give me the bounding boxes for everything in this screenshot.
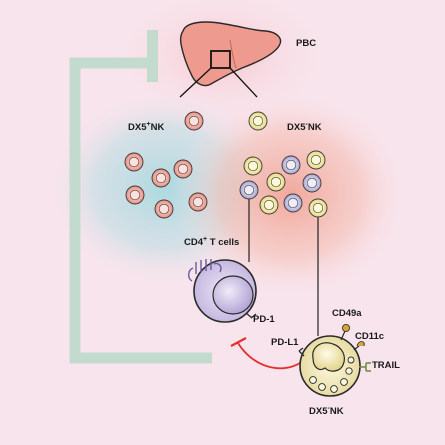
dx5-positive-cell [151,168,171,188]
dx5-negative-nk-label: DX5-NK [287,121,322,133]
inhibition-arrow-bar [230,337,247,347]
dx5-positive-cell [125,185,145,205]
dx5-positive-cell [173,159,193,179]
cd11c-receptor-icon [353,341,365,351]
t-cell-receptor-icon [188,259,222,282]
dx5-negative-cell-yellow [243,156,263,176]
dx5-negative-nk-bottom-label: DX5-NK [309,405,344,417]
pdl1-label: PD-L1 [271,337,299,348]
pd1-receptor-icon [245,312,257,319]
dx5-positive-nk-cell [184,111,204,131]
feedback-bar-cap [147,30,158,82]
granule-icons [309,356,355,393]
dx5-positive-cell [124,152,144,172]
dx5-negative-cell-purple [283,193,303,213]
cd49a-label: CD49a [332,308,362,319]
feedback-bracket [69,57,212,364]
cd11c-label: CD11c [355,331,384,342]
dx5-positive-cell-cluster [124,152,208,219]
pdl1-receptor-icon [298,347,305,357]
dx5-negative-cell-purple [281,155,301,175]
liver-zoom-line-left [179,67,212,98]
dx5-positive-cell [188,192,208,212]
dx5-negative-cell-purple [302,173,322,193]
trail-receptor-icon [359,362,371,372]
liver-icon [179,21,282,87]
cd4-t-cell [188,259,257,323]
cd49a-receptor-icon [340,323,350,341]
dx5-negative-nk-effector-cell [298,323,371,397]
dx5-negative-cell-yellow [306,150,326,170]
trail-label: TRAIL [372,360,400,371]
dx5-negative-cell-purple [239,180,259,200]
dx5-negative-cell-cluster [239,150,328,218]
dx5-positive-nk-label: DX5+NK [128,121,164,133]
cd4-t-cells-label: CD4+ T cells [184,236,239,248]
liver-zoom-line-right [229,67,258,98]
dx5-negative-cell-yellow [308,198,328,218]
dx5-negative-cell-yellow [266,172,286,192]
pbc-label: PBC [296,38,316,49]
dx5-positive-cell [154,199,174,219]
pd1-label: PD-1 [253,314,275,325]
inhibition-arrow [237,342,301,370]
dx5-negative-cell-yellow [259,195,279,215]
dx5-negative-nk-cell [248,111,268,131]
